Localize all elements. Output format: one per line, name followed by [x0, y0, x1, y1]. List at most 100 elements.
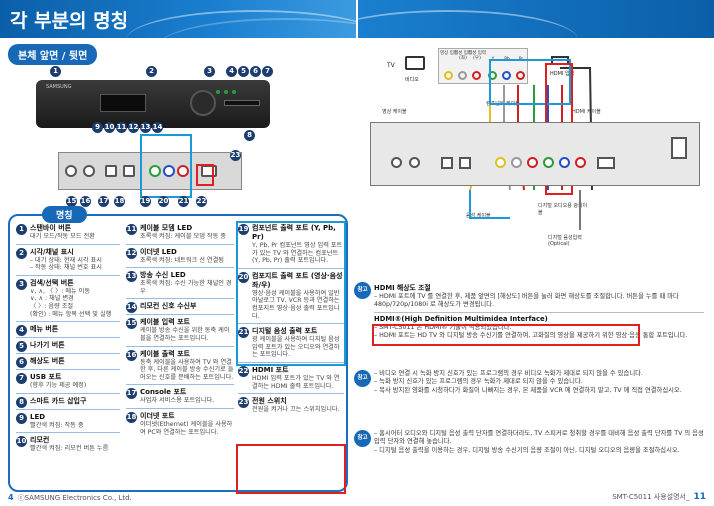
pr-jack-icon	[516, 71, 525, 80]
navigation-knob	[190, 90, 216, 116]
callout-8: 8	[244, 130, 255, 141]
rear-panel-illustration	[370, 122, 700, 186]
callout-15: 15	[66, 196, 77, 207]
callout-16: 16	[80, 196, 91, 207]
audio-l-out-port-icon	[511, 157, 522, 168]
component-cell-highlight	[236, 221, 346, 366]
front-panel-illustration: SAMSUNG	[36, 80, 270, 128]
y-out-port-icon	[543, 157, 554, 168]
console-port-icon	[441, 157, 453, 169]
brand-logo: SAMSUNG	[46, 84, 72, 90]
pb-jack-icon	[502, 71, 511, 80]
note-hdmi-resolution: 참고 HDMI 해상도 조절 – HDMI 포트에 TV 를 연결한 후, 제품…	[354, 282, 704, 341]
hdmi-input-label: HDMI 입력	[550, 71, 575, 77]
note-recording: 참고 – 비디오 연결 시 녹화 방지 신호가 있는 프로그램의 경우 비디오 …	[354, 370, 704, 395]
digital-input-label: 디지털 음성입력 (Optical)	[548, 235, 582, 247]
hdmi-note-highlight	[372, 324, 640, 346]
video-label: 비디오	[405, 77, 419, 83]
channel-display	[100, 94, 146, 112]
left-header-banner: 각 부분의 명칭	[0, 0, 356, 38]
status-led-icon	[216, 90, 220, 94]
video-cable-label: 영상 케이블	[382, 109, 407, 115]
audio-left-jack-icon	[458, 71, 467, 80]
component-pb-port-icon	[163, 165, 175, 177]
note-icon: 참고	[354, 430, 371, 447]
callout-14: 14	[152, 122, 163, 133]
rf-out-port-icon	[409, 157, 420, 168]
ethernet-port-icon	[123, 165, 135, 177]
callout-19: 19	[140, 196, 151, 207]
ethernet-port-icon	[459, 157, 471, 169]
back-panel-illustration	[58, 152, 242, 190]
callout-1: 1	[50, 66, 61, 77]
note-icon: 참고	[354, 370, 371, 387]
audio-r-out-port-icon	[527, 157, 538, 168]
pr-out-port-icon	[575, 157, 586, 168]
callout-6: 6	[250, 66, 261, 77]
callout-23: 23	[230, 150, 241, 161]
names-title: 명칭	[42, 206, 87, 223]
video-out-port-icon	[495, 157, 506, 168]
callout-4: 4	[226, 66, 237, 77]
hdmi-highlight-box	[196, 164, 214, 186]
card-slot	[224, 100, 260, 106]
callout-10: 10	[104, 122, 115, 133]
callout-17: 17	[98, 196, 109, 207]
status-led-icon	[232, 90, 236, 94]
audio-right-jack-icon	[472, 71, 481, 80]
section-label: 본체 앞면 / 뒷면	[8, 44, 98, 65]
tv-icon	[405, 56, 425, 70]
note-icon: 참고	[354, 282, 371, 299]
hdmi-cable-label: HDMI 케이블	[572, 109, 601, 115]
callout-13: 13	[140, 122, 151, 133]
pb-out-port-icon	[559, 157, 570, 168]
console-port-icon	[105, 165, 117, 177]
callout-22: 22	[196, 196, 207, 207]
callout-21: 21	[178, 196, 189, 207]
status-led-icon	[224, 90, 228, 94]
audio-cable-label: 음성 케이블	[466, 213, 491, 219]
callout-18: 18	[114, 196, 125, 207]
hdmi-cell-highlight	[236, 444, 346, 494]
rf-in-port-icon	[391, 157, 402, 168]
callout-2: 2	[146, 66, 157, 77]
cable-out-port-icon	[83, 165, 95, 177]
component-pr-port-icon	[177, 165, 189, 177]
tv-label: TV	[387, 62, 395, 69]
cable-in-port-icon	[65, 165, 77, 177]
callout-20: 20	[158, 196, 169, 207]
callout-9: 9	[92, 122, 103, 133]
page-title: 각 부분의 명칭	[10, 10, 129, 32]
video-jack-icon	[444, 71, 453, 80]
note-digital-audio: 참고 – 홈시어터 오디오와 디지털 음성 출력 단자를 연결하더라도, TV …	[354, 430, 704, 455]
callout-11: 11	[116, 122, 127, 133]
component-highlight-box	[140, 134, 192, 198]
power-switch-icon	[671, 137, 687, 159]
right-header-banner	[358, 0, 714, 38]
